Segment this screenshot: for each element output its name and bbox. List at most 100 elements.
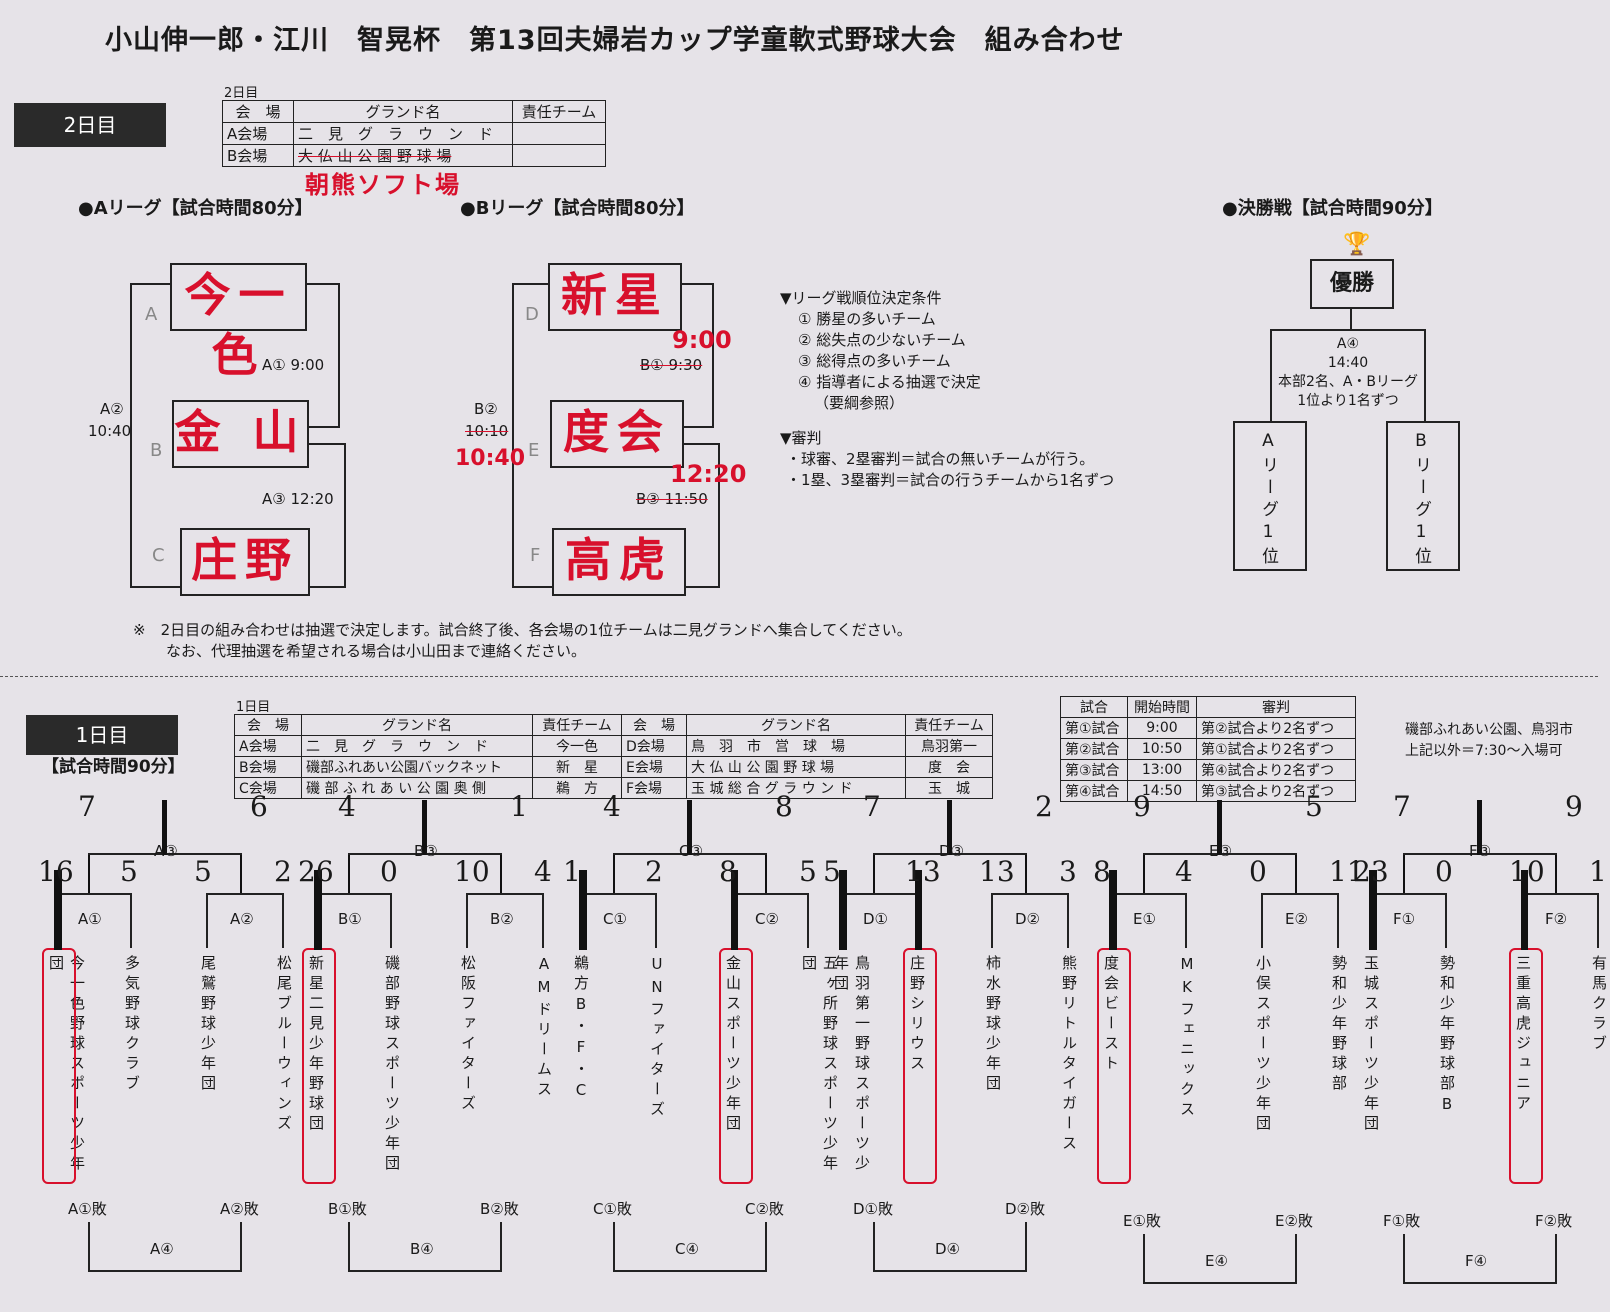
- score: 11: [1329, 855, 1365, 888]
- team-name-b4: AMドリームス: [535, 955, 553, 1101]
- score: 1: [510, 790, 528, 823]
- responsible-cell: 新 星: [532, 756, 622, 778]
- bracket-line: [687, 800, 692, 855]
- bracket-line: [54, 870, 61, 950]
- bracket-line: [466, 893, 468, 948]
- match-label: E①: [1133, 910, 1156, 928]
- score: 4: [1175, 855, 1193, 888]
- loser-label: F②敗: [1535, 1212, 1573, 1230]
- score: 6: [250, 790, 268, 823]
- b-team-1: 新星: [548, 263, 682, 331]
- f-letter: F: [530, 545, 541, 566]
- th-venue: 会 場: [222, 100, 294, 123]
- bracket-line: [314, 893, 392, 895]
- bracket-line: [613, 1270, 767, 1272]
- rule-item: ④ 指導者による抽選で決定: [798, 373, 981, 391]
- score: 0: [1249, 855, 1267, 888]
- bracket-line: [466, 893, 544, 895]
- bracket-line: [390, 893, 392, 948]
- bracket-line: [1445, 893, 1447, 948]
- score: 5: [120, 855, 138, 888]
- match-label: F②: [1545, 910, 1568, 928]
- rules-block: ▼リーグ戦順位決定条件 ① 勝星の多いチーム ② 総失点の少ないチーム ③ 総得…: [780, 288, 1114, 491]
- ground-cell: 鳥 羽 市 営 球 場: [686, 735, 906, 757]
- team-name-a4: 松尾ブルーウィンズ: [275, 955, 293, 1135]
- bracket-line: [1109, 870, 1116, 950]
- bracket-line: [915, 870, 922, 950]
- bracket-line: [765, 853, 767, 893]
- e-letter: E: [528, 440, 540, 461]
- bracket-line: [1555, 853, 1557, 893]
- bracket-line: [1067, 893, 1069, 948]
- final-info: A④ 14:40 本部2名、A・Bリーグ 1位より1名ずつ: [1270, 335, 1426, 411]
- loser-label: D②敗: [1005, 1200, 1045, 1218]
- final-left-slot: Aリーグ1位: [1233, 421, 1307, 571]
- bracket-line: [1217, 800, 1222, 855]
- bracket-line: [542, 893, 544, 948]
- bracket-line: [613, 1222, 615, 1272]
- team-name-f3: 三重高虎ジュニア: [1514, 955, 1532, 1115]
- team-name-d4: 熊野リトルタイガース: [1060, 955, 1078, 1155]
- ground-cell: 磯部ふれあい公園バックネット: [301, 756, 533, 778]
- b-match2-label: B②: [474, 400, 498, 418]
- bracket-line: [655, 893, 657, 948]
- side-note: 磯部ふれあい公園、鳥羽市 上記以外＝7:30～入場可: [1405, 720, 1573, 762]
- match-label: E③: [1209, 842, 1232, 860]
- score: 5: [1305, 790, 1323, 823]
- bracket-line: [130, 893, 132, 948]
- score: 13: [979, 855, 1015, 888]
- winner-highlight: [719, 948, 753, 1184]
- bracket-line: [1403, 1234, 1405, 1284]
- bracket-line: [1597, 893, 1599, 948]
- bracket-line: [613, 853, 615, 893]
- bracket-line: [88, 1270, 242, 1272]
- responsible-cell: [512, 122, 606, 145]
- team-name-f1: 玉城スポーツ少年団: [1362, 955, 1380, 1135]
- sched-cell: 第②試合: [1060, 738, 1128, 760]
- loser-label: C②敗: [745, 1200, 784, 1218]
- b-match3-hand: 12:20: [670, 460, 747, 488]
- match-label: B④: [410, 1240, 434, 1258]
- handwritten-venue: 朝熊ソフト場: [305, 171, 461, 199]
- score: 8: [775, 790, 793, 823]
- match-label: B③: [414, 842, 438, 860]
- team-name-b3: 松阪ファイターズ: [459, 955, 477, 1115]
- team-name-c2: UNファイターズ: [648, 955, 666, 1121]
- venue-cell: E会場: [621, 756, 687, 778]
- bracket-line: [1555, 1234, 1557, 1284]
- score: 0: [1435, 855, 1453, 888]
- score: 4: [534, 855, 552, 888]
- th-venue: 会 場: [234, 714, 302, 736]
- bracket-line: [1261, 893, 1263, 948]
- match-label: A①: [78, 910, 102, 928]
- bracket-line: [206, 893, 284, 895]
- bracket-line: [1143, 853, 1145, 893]
- team-name-d3: 柿水野球少年団: [984, 955, 1002, 1095]
- team-name-f4: 有馬クラブ: [1590, 955, 1608, 1055]
- score: 7: [1393, 790, 1411, 823]
- final-right-slot: Bリーグ1位: [1386, 421, 1460, 571]
- score: 8: [1093, 855, 1111, 888]
- winner-highlight: [903, 948, 937, 1184]
- loser-label: B①敗: [328, 1200, 367, 1218]
- score: 9: [1133, 790, 1151, 823]
- bracket-line: [422, 800, 427, 855]
- bracket-line: [1369, 870, 1377, 950]
- loser-label: C①敗: [593, 1200, 632, 1218]
- team-name-d1: 鳥羽第一野球スポーツ少年団: [832, 955, 871, 1175]
- day1-venue-table: 会 場 グランド名 責任チーム 会 場 グランド名 責任チーム A会場 二 見 …: [234, 714, 993, 799]
- team-name-e3: 小俣スポーツ少年団: [1254, 955, 1272, 1135]
- match-label: F③: [1469, 842, 1492, 860]
- rule-item: ① 勝星の多いチーム: [798, 310, 936, 328]
- ground-cell: 二 見 グ ラ ウ ン ド: [301, 735, 533, 757]
- match-label: A②: [230, 910, 254, 928]
- match-label: D①: [863, 910, 888, 928]
- score: 10: [454, 855, 490, 888]
- bracket-line: [314, 870, 321, 950]
- sched-cell: 13:00: [1127, 759, 1197, 781]
- side-note-1: 磯部ふれあい公園、鳥羽市: [1405, 722, 1573, 738]
- day1-badge: 1日目: [26, 715, 178, 755]
- match-label: C③: [679, 842, 703, 860]
- match-label: E④: [1205, 1252, 1228, 1270]
- bracket-line: [282, 893, 284, 948]
